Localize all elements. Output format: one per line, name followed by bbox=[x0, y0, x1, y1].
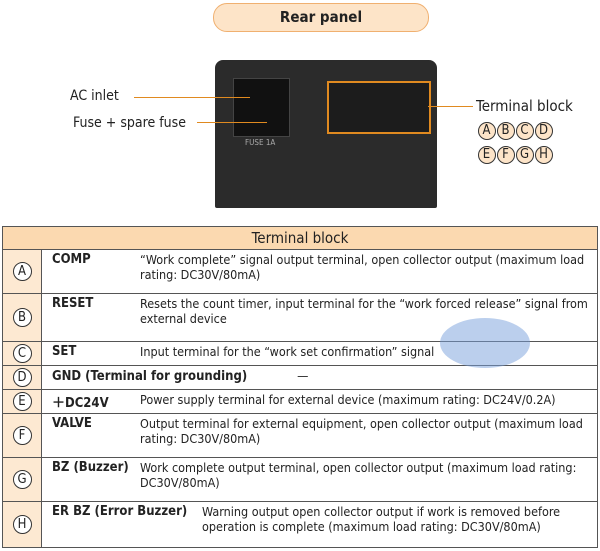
table-header: Terminal block bbox=[2, 226, 598, 250]
ac-inlet bbox=[233, 78, 290, 137]
terminal-block-label: Terminal block bbox=[476, 97, 573, 115]
rear-panel-title: Rear panel bbox=[213, 3, 429, 32]
terminal-block-highlight bbox=[327, 81, 431, 134]
ac-inlet-label: AC inlet bbox=[70, 88, 119, 104]
fuse-label-callout: Fuse + spare fuse bbox=[73, 115, 186, 131]
fuse-label: FUSE 1A bbox=[245, 138, 276, 147]
dkv-watermark-logo bbox=[440, 318, 530, 368]
